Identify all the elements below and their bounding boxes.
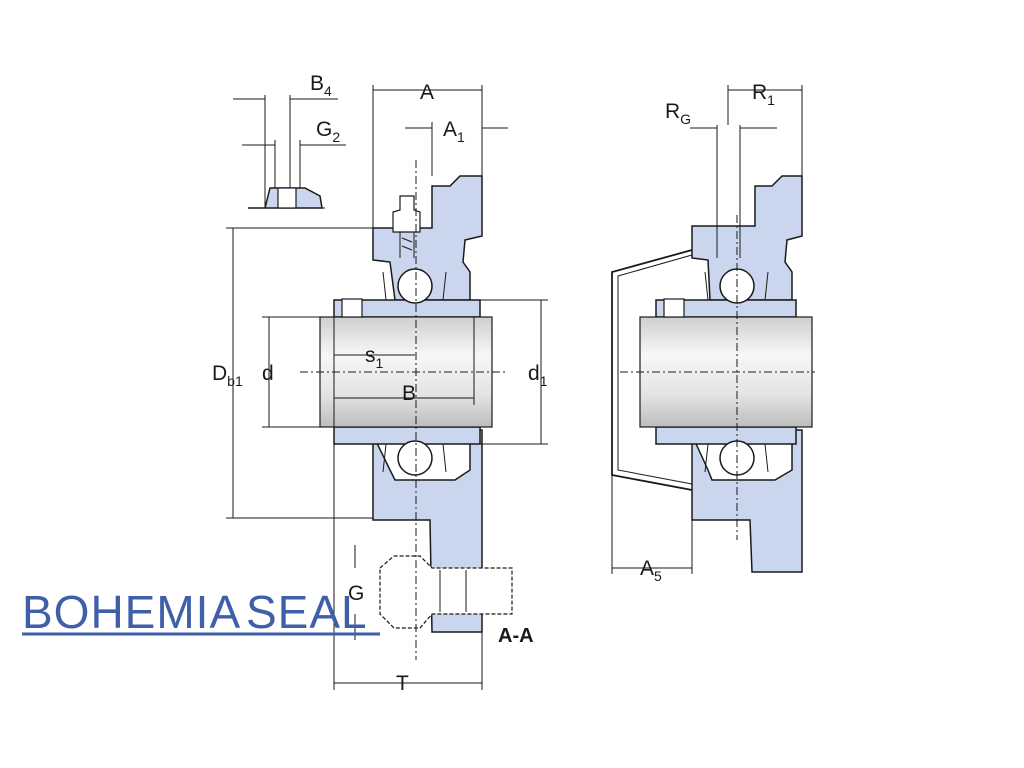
ball-bottom-left xyxy=(397,440,433,476)
housing-top xyxy=(372,175,483,301)
end-cover xyxy=(611,249,693,491)
setscrew-detail xyxy=(248,187,325,209)
label-r1: R1 xyxy=(752,81,775,108)
label-a5: A5 xyxy=(640,557,662,584)
seals-left xyxy=(382,271,447,473)
label-g2: G2 xyxy=(316,118,340,145)
grease-nipple xyxy=(392,195,421,233)
label-a1: A1 xyxy=(443,118,465,145)
label-db1: Db1 xyxy=(212,362,243,389)
dimension-lines xyxy=(226,85,803,690)
label-g: G xyxy=(348,582,364,605)
left-section-view xyxy=(300,160,513,660)
housing-top-right xyxy=(691,175,803,301)
label-d1: d1 xyxy=(528,362,548,389)
bohemia-seal-logo: BOHEMIA SEAL xyxy=(22,586,380,638)
logo-text-bohemia: BOHEMIA xyxy=(22,586,241,638)
label-b: B xyxy=(402,382,416,405)
right-section-view xyxy=(611,175,815,573)
label-b4: B4 xyxy=(310,72,332,99)
ball-top-left xyxy=(397,268,433,304)
label-d: d xyxy=(262,362,274,385)
set-screw xyxy=(341,298,363,318)
mounting-bolt xyxy=(379,555,513,629)
label-a: A xyxy=(420,81,434,104)
housing-bottom-right xyxy=(691,429,803,573)
label-s1: s1 xyxy=(365,344,384,371)
inner-ring-bottom xyxy=(333,426,481,445)
label-t: T xyxy=(396,672,409,695)
label-rg: RG xyxy=(665,100,691,127)
logo-text-seal: SEAL xyxy=(246,586,368,638)
section-label: A-A xyxy=(498,625,534,647)
